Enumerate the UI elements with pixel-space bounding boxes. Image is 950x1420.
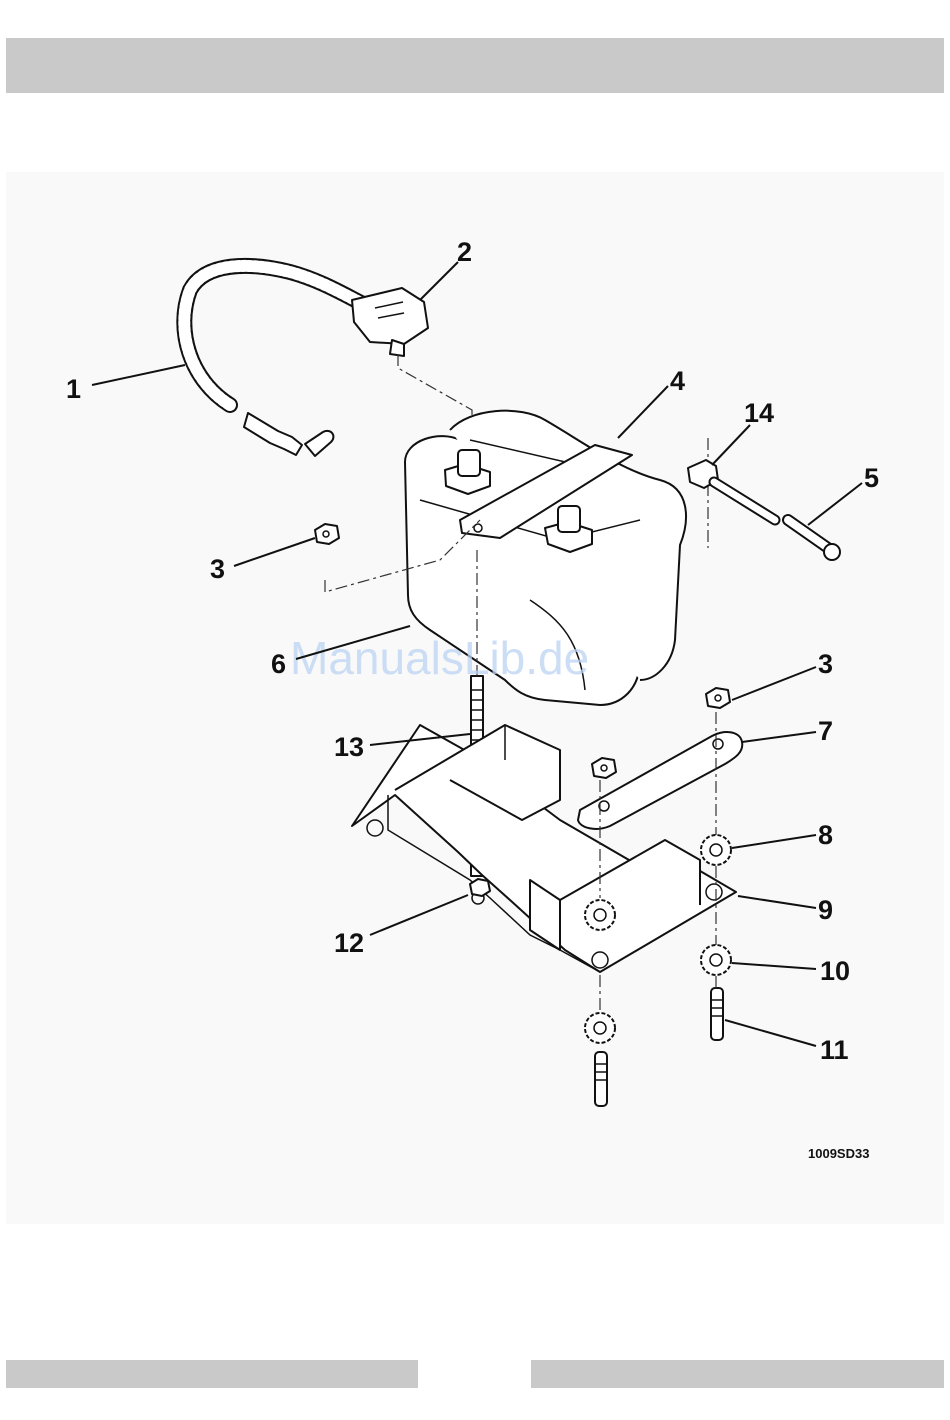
svg-text:ManualsLib.de: ManualsLib.de [290, 632, 589, 684]
stud-right [711, 988, 723, 1040]
connector [352, 288, 428, 356]
callout-9: 9 [818, 895, 833, 925]
callout-10: 10 [820, 956, 850, 986]
lock-washer-bottom [585, 1013, 615, 1043]
callout-3-left: 3 [210, 554, 225, 584]
nut-left [315, 524, 339, 544]
callout-12: 12 [334, 928, 364, 958]
callout-6: 6 [271, 649, 286, 679]
lock-washer-upper [701, 835, 731, 865]
stud-bottom [595, 1052, 607, 1106]
nut-center [592, 758, 616, 778]
callout-2: 2 [457, 237, 472, 267]
lock-washer-tray [585, 900, 615, 930]
callout-4: 4 [670, 366, 685, 396]
nut-bottom [470, 879, 490, 896]
callout-11: 11 [820, 1035, 849, 1065]
callout-7: 7 [818, 716, 833, 746]
callout-3-right: 3 [818, 649, 833, 679]
svg-text:1009SD33: 1009SD33 [808, 1146, 869, 1161]
callout-1: 1 [66, 374, 81, 404]
figure-ref-code: 1009SD33 [808, 1146, 869, 1161]
cable-harness [184, 266, 365, 456]
watermark: ManualsLib.de [290, 632, 589, 684]
callout-5: 5 [864, 463, 879, 493]
callout-8: 8 [818, 820, 833, 850]
retainer-strap [578, 732, 742, 829]
lock-washer-lower [701, 945, 731, 975]
footer-bar-right [531, 1360, 944, 1388]
nut-right [706, 688, 730, 708]
callout-14: 14 [744, 398, 774, 428]
terminal-cable [688, 460, 840, 560]
callout-13: 13 [334, 732, 364, 762]
footer-bar-left [6, 1360, 418, 1388]
